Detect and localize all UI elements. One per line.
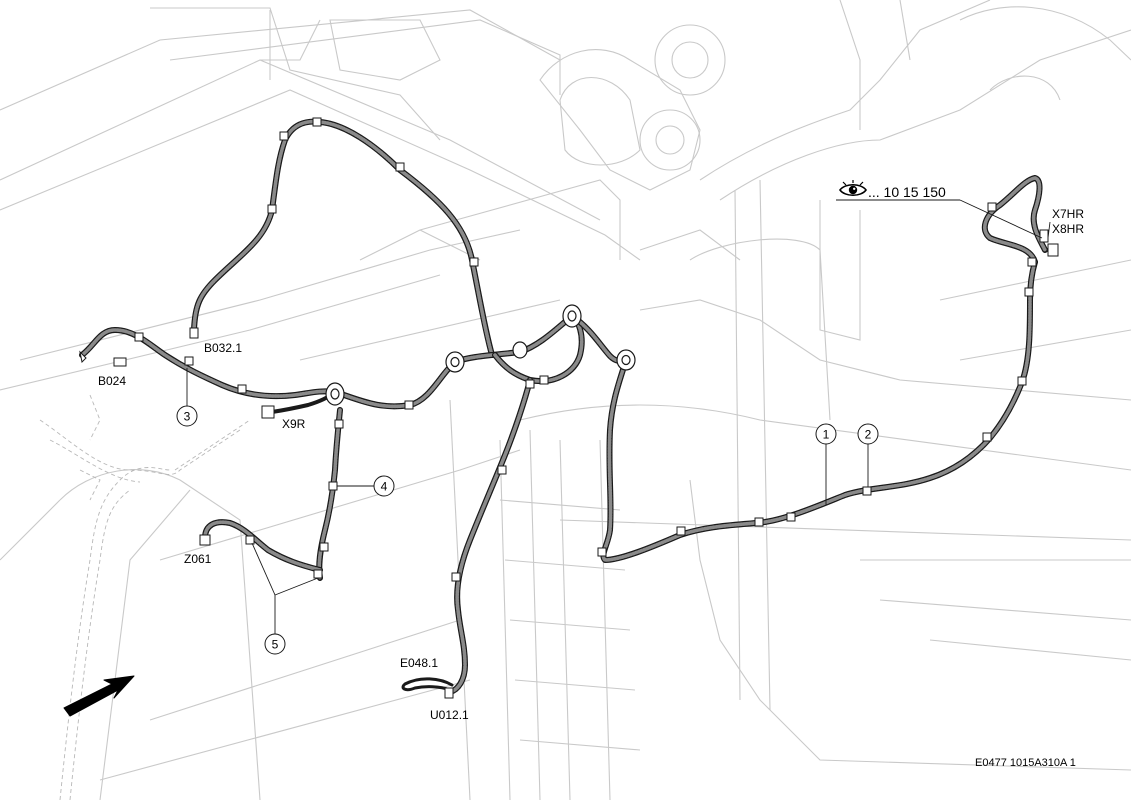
drawing-id: E0477 1015A310A 1 [975,757,1076,769]
connector-labels: B032.1 B024 X9R Z061 E048.1 U012.1 X7HR … [98,207,1084,722]
callout-1-text: 1 [823,428,830,442]
callout-2-text: 2 [865,428,872,442]
label-b024: B024 [98,374,126,388]
view-reference-text: ... 10 15 150 [868,184,946,200]
connector-x7hr [1039,229,1049,243]
wiring-harness [79,117,1059,699]
callout-3 [176,405,198,427]
label-x8hr: X8HR [1052,222,1084,236]
connector-b024 [113,357,127,367]
view-reference: ... 10 15 150 [839,180,946,200]
connector-b032 [189,327,199,339]
callout-4-text: 4 [381,480,388,494]
label-x7hr: X7HR [1052,207,1084,221]
connector-x9r [261,405,275,419]
cable-clips [134,117,1037,582]
label-u012: U012.1 [430,708,469,722]
callout-4 [373,475,395,497]
direction-arrow-icon [63,675,135,717]
connector-u012 [444,687,454,699]
label-b032: B032.1 [204,341,242,355]
callout-1 [815,423,837,445]
callout-2 [857,423,879,445]
label-x9r: X9R [282,417,306,431]
label-e048: E048.1 [400,656,438,670]
connector-z061 [199,534,211,546]
callouts: 3 4 5 1 2 [176,199,1051,655]
label-z061: Z061 [184,552,212,566]
eye-icon [839,180,867,197]
connector-x8hr [1047,243,1059,257]
callout-3-text: 3 [184,410,191,424]
callout-5 [264,633,286,655]
callout-5-text: 5 [272,638,279,652]
